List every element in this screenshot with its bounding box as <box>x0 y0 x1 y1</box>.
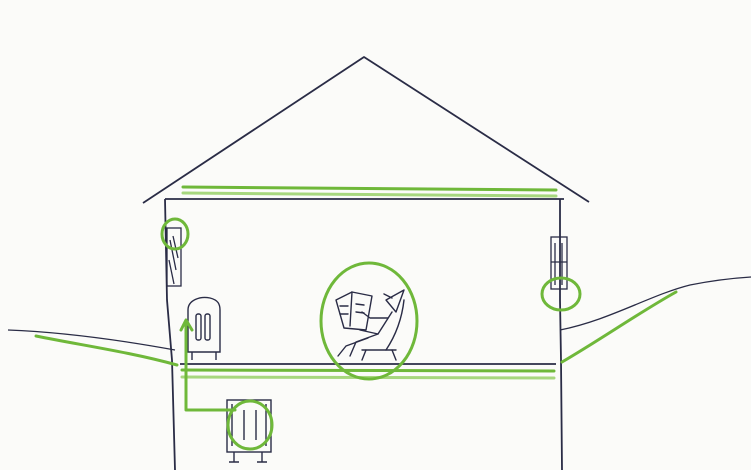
floor-insulation-band-icon <box>180 368 556 380</box>
ground-line-left <box>7 329 176 351</box>
person-reading-in-chair-icon <box>335 289 405 361</box>
right-window-icon <box>550 236 568 290</box>
person-highlight-circle <box>319 261 419 381</box>
right-window-highlight-circle <box>540 276 582 312</box>
radiator-icon <box>187 296 221 360</box>
boiler-highlight-circle <box>226 399 274 451</box>
left-window-highlight-circle <box>160 217 190 251</box>
right-exterior-insulation-line <box>560 290 678 364</box>
heating-pipe-arrow-icon <box>179 318 237 412</box>
left-exterior-insulation-line <box>34 334 179 367</box>
ground-line-right <box>559 276 751 331</box>
roof-insulation-band-icon <box>181 185 558 198</box>
house-outline-icon <box>142 56 590 470</box>
left-window-icon <box>166 227 182 287</box>
